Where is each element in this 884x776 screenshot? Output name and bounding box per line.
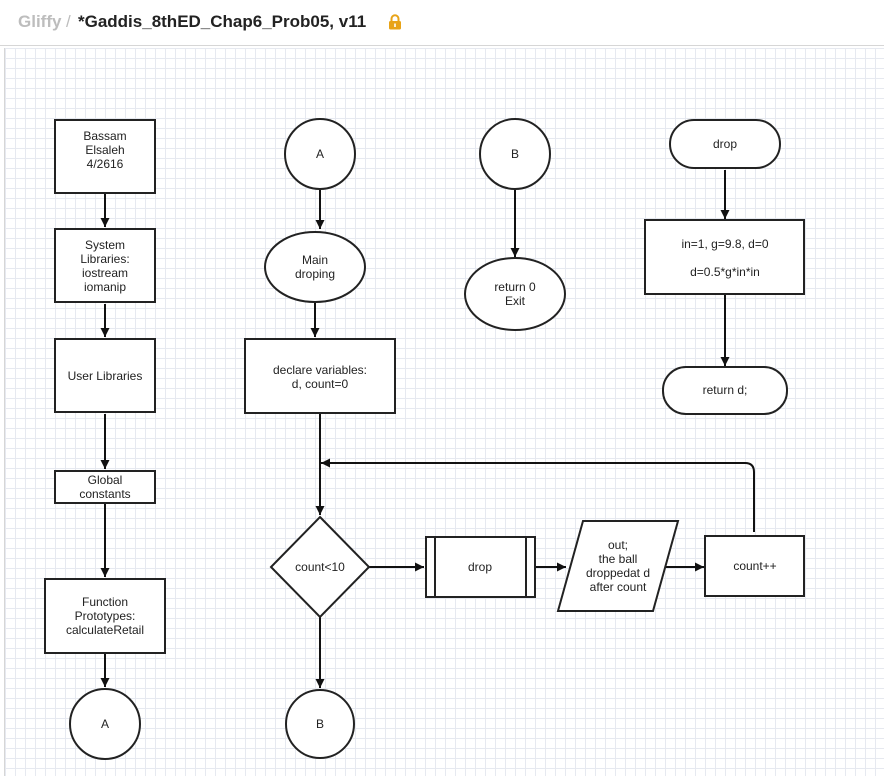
node-system-libraries-line-3: iostream — [82, 266, 128, 280]
node-connector-a-top[interactable]: A — [284, 118, 356, 190]
node-drop-body[interactable]: in=1, g=9.8, d=0 d=0.5*g*in*in — [644, 219, 805, 295]
node-increment-label: count++ — [733, 559, 776, 573]
node-function-prototypes-line-1: Function — [82, 595, 128, 609]
node-output[interactable]: out; the ball droppedat d after count — [556, 520, 680, 612]
node-global-constants[interactable]: Global constants — [54, 470, 156, 504]
gliffy-logo[interactable]: Gliffy — [18, 12, 62, 31]
node-call-drop-label: drop — [468, 560, 492, 574]
node-global-constants-line-1: Global — [88, 473, 123, 487]
node-decision-count[interactable]: count<10 — [269, 515, 371, 619]
node-return-main-line-2: Exit — [505, 294, 526, 308]
node-connector-b-top-label: B — [511, 147, 519, 161]
node-author-line-2: Elsaleh — [85, 143, 124, 157]
node-increment[interactable]: count++ — [704, 535, 805, 597]
node-connector-a-left-label: A — [101, 717, 109, 731]
node-function-prototypes-line-3: calculateRetail — [66, 623, 144, 637]
node-drop-body-line-3: d=0.5*g*in*in — [690, 265, 760, 279]
diagram-canvas[interactable]: Bassam Elsaleh 4/2616 System Libraries: … — [4, 48, 884, 776]
node-user-libraries-label: User Libraries — [68, 369, 143, 383]
node-function-prototypes[interactable]: Function Prototypes: calculateRetail — [44, 578, 166, 654]
node-declare-variables-line-1: declare variables: — [273, 363, 367, 377]
flowchart: Bassam Elsaleh 4/2616 System Libraries: … — [44, 118, 805, 760]
node-system-libraries-line-4: iomanip — [84, 280, 126, 294]
node-author-line-3: 4/2616 — [87, 157, 124, 171]
node-author-line-1: Bassam — [83, 129, 126, 143]
lock-icon[interactable] — [388, 14, 402, 30]
node-declare-variables[interactable]: declare variables: d, count=0 — [244, 338, 396, 414]
document-title[interactable]: *Gaddis_8thED_Chap6_Prob05, v11 — [78, 12, 367, 31]
node-output-line-3: droppedat d — [586, 566, 650, 580]
node-main[interactable]: Main droping — [264, 231, 366, 303]
node-global-constants-line-2: constants — [79, 487, 130, 501]
node-user-libraries[interactable]: User Libraries — [54, 338, 156, 413]
node-drop-start-label: drop — [713, 137, 737, 151]
node-connector-a-top-label: A — [316, 147, 324, 161]
node-drop-start[interactable]: drop — [669, 119, 781, 169]
top-bar: Gliffy / *Gaddis_8thED_Chap6_Prob05, v11 — [0, 0, 884, 46]
connectors — [100, 170, 755, 688]
node-connector-b-bottom-label: B — [316, 717, 324, 731]
node-drop-body-line-1: in=1, g=9.8, d=0 — [681, 237, 768, 251]
node-drop-return[interactable]: return d; — [662, 366, 788, 415]
node-connector-b-bottom[interactable]: B — [285, 689, 355, 759]
node-return-main[interactable]: return 0 Exit — [464, 257, 566, 331]
connector-loop-back[interactable] — [321, 458, 755, 532]
node-connector-b-top[interactable]: B — [479, 118, 551, 190]
node-drop-return-label: return d; — [703, 383, 748, 397]
node-function-prototypes-line-2: Prototypes: — [75, 609, 136, 623]
node-main-line-2: droping — [295, 267, 335, 281]
node-output-line-1: out; — [608, 538, 628, 552]
node-call-drop[interactable]: drop — [425, 536, 536, 598]
node-output-line-2: the ball — [599, 552, 638, 566]
node-system-libraries[interactable]: System Libraries: iostream iomanip — [54, 228, 156, 303]
breadcrumb-separator: / — [66, 12, 71, 31]
node-connector-a-left[interactable]: A — [69, 688, 141, 760]
node-system-libraries-line-1: System — [85, 238, 125, 252]
node-declare-variables-line-2: d, count=0 — [292, 377, 349, 391]
node-author[interactable]: Bassam Elsaleh 4/2616 — [54, 119, 156, 194]
node-system-libraries-line-2: Libraries: — [80, 252, 129, 266]
node-main-line-1: Main — [302, 253, 328, 267]
node-return-main-line-1: return 0 — [494, 280, 536, 294]
node-output-line-4: after count — [590, 580, 647, 594]
node-decision-count-label: count<10 — [295, 560, 345, 574]
